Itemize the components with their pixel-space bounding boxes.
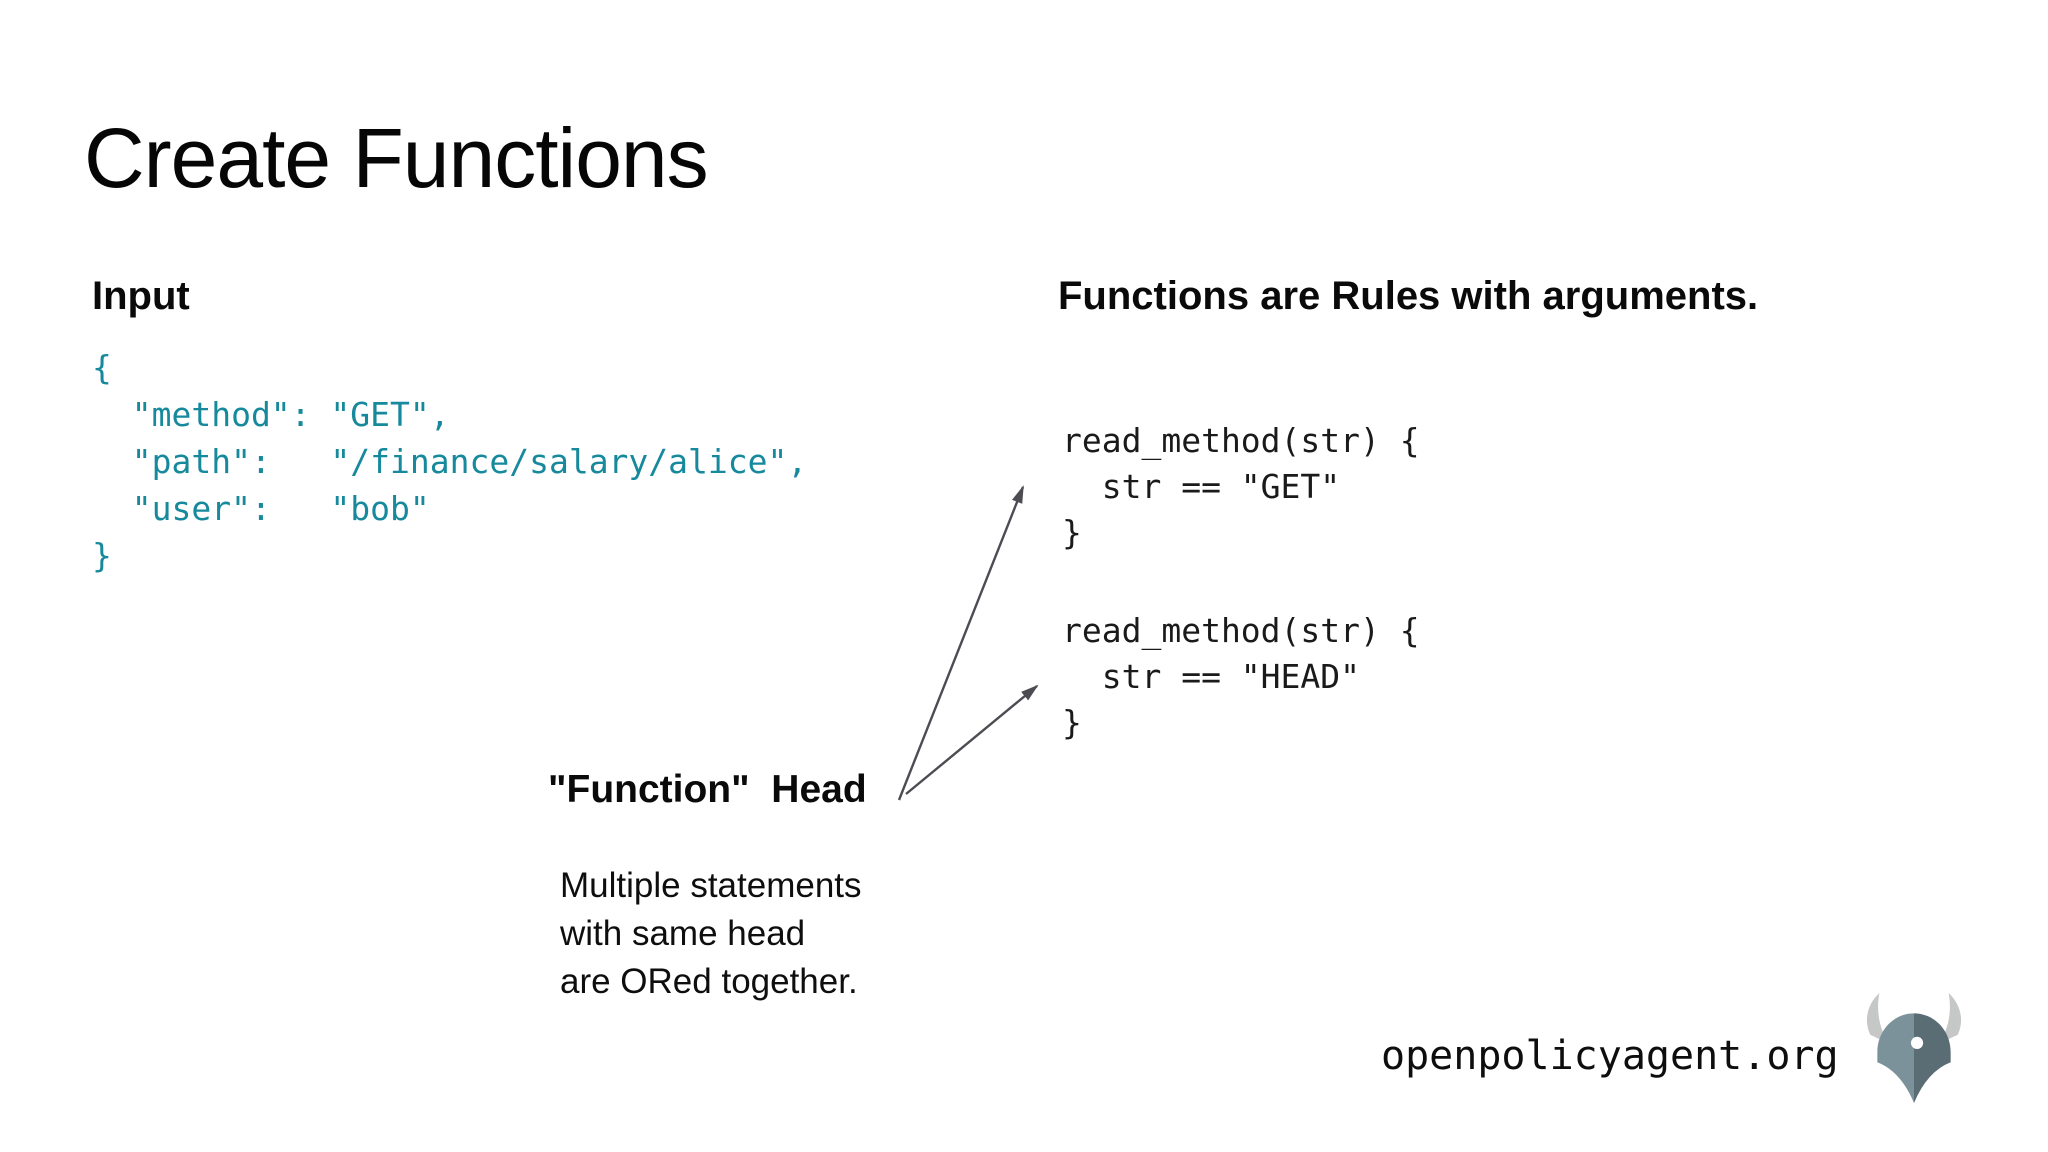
logo-left-horn	[1866, 993, 1890, 1044]
logo-right-horn	[1938, 993, 1962, 1044]
arrow-to-first-function-head	[897, 485, 1025, 801]
note-multiple-statements: Multiple statements with same head are O…	[560, 866, 862, 1001]
arrow-to-second-function-head	[905, 684, 1039, 795]
openpolicyagent-url: openpolicyagent.org	[1381, 1033, 1839, 1079]
input-json-code: { "method": "GET", "path": "/finance/sal…	[92, 348, 808, 575]
function-head-label: "Function" Head	[548, 768, 867, 811]
functions-heading: Functions are Rules with arguments.	[1058, 274, 1759, 318]
logo-helmet-right-half	[1914, 1013, 1951, 1103]
function-code-block-head: read_method(str) { str == "HEAD" }	[1062, 611, 1420, 742]
logo-eye	[1910, 1036, 1924, 1049]
function-code-block-get: read_method(str) { str == "GET" }	[1062, 421, 1420, 552]
page-title: Create Functions	[84, 111, 709, 205]
opa-helmet-logo-icon	[1866, 993, 1962, 1103]
input-heading: Input	[92, 274, 190, 318]
logo-helmet-left-half	[1877, 1013, 1914, 1103]
